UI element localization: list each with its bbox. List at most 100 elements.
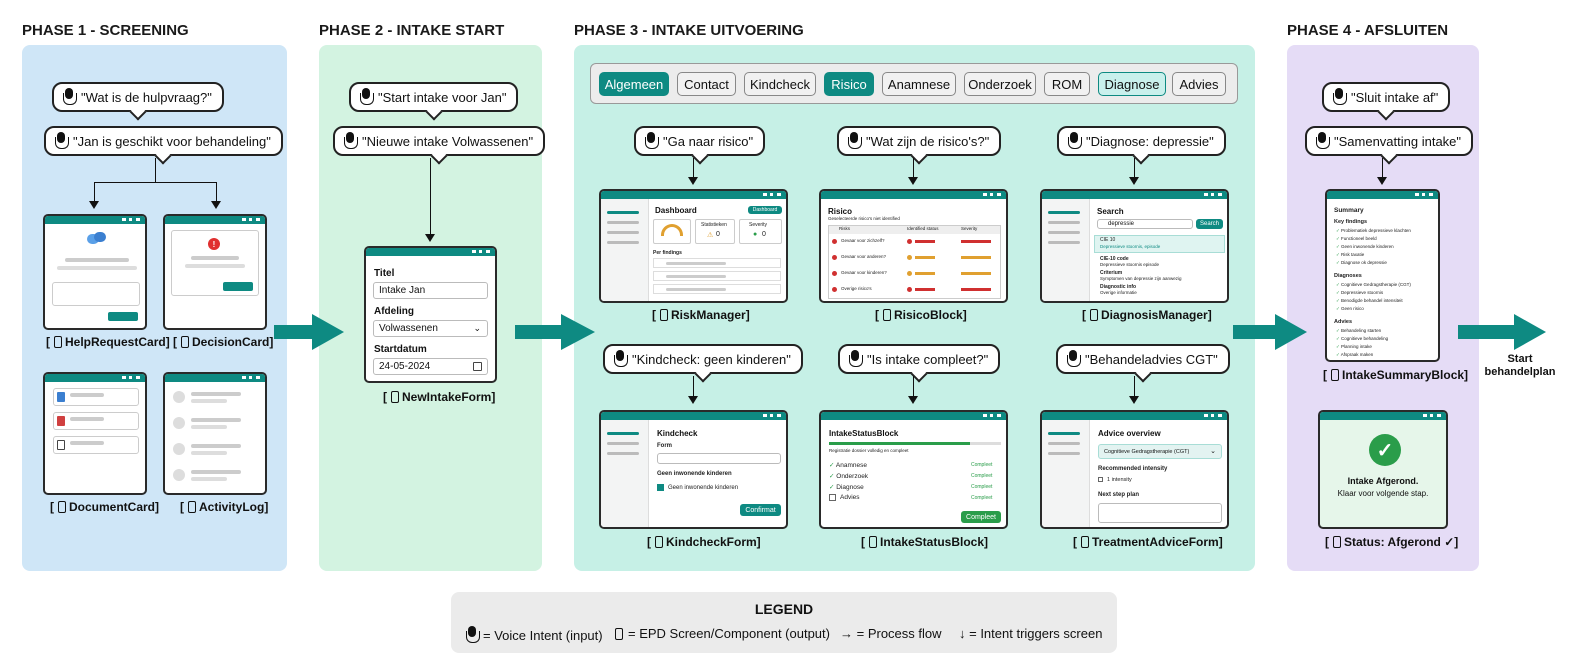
check-icon: ✓ [829, 462, 835, 469]
intent-bubble-behandeladvies: "Behandeladvies CGT" [1056, 344, 1230, 383]
microphone-icon [62, 88, 77, 106]
phone-icon [188, 501, 196, 513]
intake-summary-block-screen: Summary Key findings ✓ Problematiek depr… [1325, 189, 1440, 362]
microphone-icon [1067, 132, 1082, 150]
tab-onderzoek[interactable]: Onderzoek [964, 72, 1036, 96]
phone-icon [615, 627, 623, 640]
phone-icon [58, 501, 66, 513]
treatment-advice-form-screen: Advice overview Cognitieve Gedragstherap… [1040, 410, 1229, 529]
process-flow-arrow [1233, 314, 1307, 350]
component-label: [DiagnosisManager] [1082, 308, 1212, 322]
kindcheck-input[interactable] [657, 453, 781, 464]
gauge-icon [661, 224, 683, 236]
status-label: [Status: Afgerond ✓] [1325, 535, 1459, 549]
alert-icon: ! [208, 238, 220, 250]
arrow-down-icon [908, 396, 918, 404]
microphone-icon [1332, 88, 1347, 106]
legend-title: LEGEND [754, 601, 814, 617]
phone-icon [1331, 369, 1339, 381]
new-intake-form-screen: Titel Intake Jan Afdeling Volwassenen ⌄ … [364, 246, 497, 383]
confirm-button[interactable]: Confirmat [740, 504, 781, 516]
microphone-icon [613, 350, 628, 368]
phase-3-title: PHASE 3 - INTAKE UITVOERING [574, 22, 804, 39]
phone-icon [54, 336, 62, 348]
intent-bubble-geschikt: "Jan is geschikt voor behandeling" [44, 126, 283, 165]
legend-screen: = EPD Screen/Component (output) [615, 626, 830, 641]
chat-icon [87, 232, 107, 248]
tab-risico[interactable]: Risico [824, 72, 874, 96]
component-label: [RiskManager] [652, 308, 750, 322]
phone-icon [655, 536, 663, 548]
diagnosis-search-input[interactable]: depressie [1097, 219, 1193, 229]
tab-anamnese[interactable]: Anamnese [882, 72, 956, 96]
microphone-icon [847, 132, 862, 150]
title-input[interactable]: Intake Jan [373, 282, 488, 299]
risk-manager-screen: Dashboard Dashboard Statistieken ⚠ 0 Sev… [599, 189, 788, 303]
start-date-input[interactable]: 24-05-2024 [373, 358, 488, 375]
connector [216, 182, 217, 202]
intent-bubble-ga-naar-risico: "Ga naar risico" [634, 126, 766, 165]
component-label: [DecisionCard] [173, 335, 274, 349]
legend-trigger: ↓ = Intent triggers screen [959, 626, 1103, 641]
microphone-icon [465, 626, 480, 644]
chevron-down-icon: ⌄ [1210, 448, 1216, 455]
phone-icon [660, 309, 668, 321]
phone-icon [1090, 309, 1098, 321]
tab-algemeen[interactable]: Algemeen [599, 72, 669, 96]
file-icon [57, 440, 65, 450]
connector [155, 158, 156, 182]
arrow-down-icon [688, 177, 698, 185]
phase-1-title: PHASE 1 - SCREENING [22, 22, 189, 39]
intent-bubble-start-intake: "Start intake voor Jan" [349, 82, 519, 121]
kindcheck-checkbox[interactable]: Geen inwonende kinderen [657, 484, 738, 491]
diagnosis-manager-screen: Search depressie Search CIE 10 Depressie… [1040, 189, 1229, 303]
department-select[interactable]: Volwassenen ⌄ [373, 320, 488, 337]
microphone-icon [343, 132, 358, 150]
tab-kindcheck[interactable]: Kindcheck [744, 72, 816, 96]
process-flow-arrow [515, 314, 595, 350]
next-step-textarea[interactable] [1098, 503, 1222, 523]
intent-bubble-kindcheck: "Kindcheck: geen kinderen" [603, 344, 803, 383]
tab-contact[interactable]: Contact [677, 72, 736, 96]
search-button[interactable]: Search [1196, 219, 1223, 229]
arrow-down-icon [688, 396, 698, 404]
tab-rom[interactable]: ROM [1044, 72, 1090, 96]
intent-bubble-sluit-intake: "Sluit intake af" [1322, 82, 1451, 121]
tab-advies[interactable]: Advies [1172, 72, 1226, 96]
component-label: [KindcheckForm] [647, 535, 761, 549]
intake-done-screen: ✓ Intake Afgerond. Klaar voor volgende s… [1318, 410, 1448, 529]
intent-bubble-diagnose: "Diagnose: depressie" [1057, 126, 1226, 165]
compleet-button[interactable]: Compleet [961, 511, 1001, 523]
arrow-down-icon [425, 234, 435, 242]
arrow-down-icon [1129, 177, 1139, 185]
advice-select[interactable]: Cognitieve Gedragstherapie (CGT) ⌄ [1098, 444, 1222, 459]
phone-icon [391, 391, 399, 403]
component-label: [HelpRequestCard] [46, 335, 170, 349]
connector [430, 158, 431, 234]
arrow-down-icon [1377, 177, 1387, 185]
tab-diagnose[interactable]: Diagnose [1098, 72, 1166, 96]
intent-bubble-hulpvraag: "Wat is de hulpvraag?" [52, 82, 224, 121]
risico-block-screen: Risico Geselecteerde risico's niet ident… [819, 189, 1008, 303]
check-circle-icon: ● [753, 231, 758, 238]
document-card-screen [43, 372, 147, 495]
document-icon [57, 392, 65, 402]
intent-bubble-intake-compleet: "Is intake compleet?" [838, 344, 1001, 383]
activity-log-screen [163, 372, 267, 495]
phase-4-title: PHASE 4 - AFSLUITEN [1287, 22, 1449, 39]
arrow-down-icon [908, 177, 918, 185]
component-label: [TreatmentAdviceForm] [1073, 535, 1223, 549]
component-label: [DocumentCard] [50, 500, 160, 514]
arrow-down-icon [211, 201, 221, 209]
microphone-icon [848, 350, 863, 368]
checkbox-icon [829, 494, 836, 501]
connector [94, 182, 95, 202]
component-label: [IntakeStatusBlock] [861, 535, 989, 549]
intent-bubble-nieuwe-intake: "Nieuwe intake Volwassenen" [333, 126, 546, 165]
phase-2-title: PHASE 2 - INTAKE START [319, 22, 505, 39]
legend: LEGEND = Voice Intent (input) = EPD Scre… [451, 592, 1117, 653]
legend-voice: = Voice Intent (input) [465, 626, 603, 644]
arrow-down-icon [89, 201, 99, 209]
component-label: [RisicoBlock] [875, 308, 967, 322]
component-label: [NewIntakeForm] [383, 390, 496, 404]
